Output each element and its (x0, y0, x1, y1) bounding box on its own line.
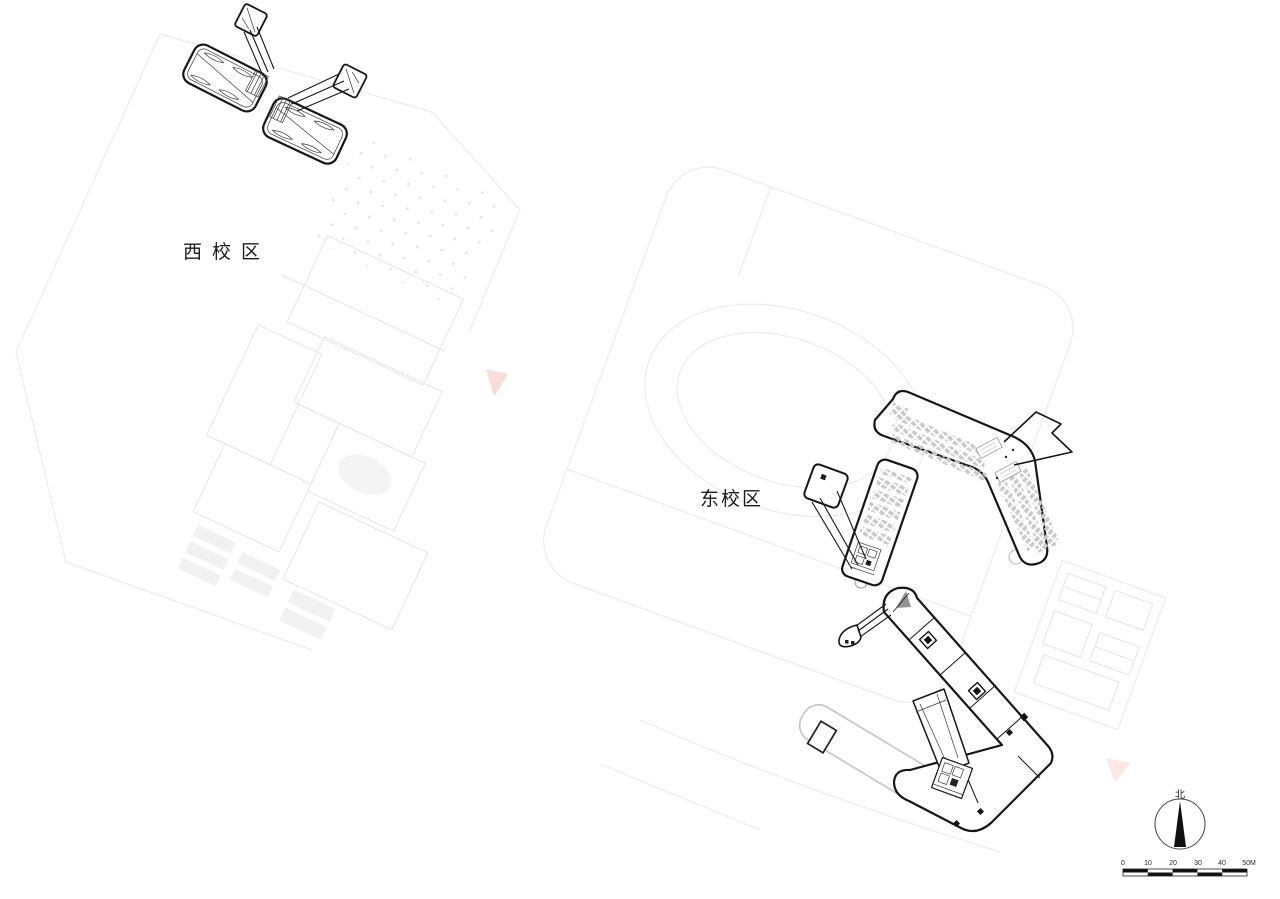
west-entrance-marker (486, 369, 508, 397)
east-v-building (838, 586, 1054, 833)
central-wing (912, 688, 970, 775)
west-tower-2 (332, 63, 368, 99)
segment-dividers (908, 616, 1041, 804)
classroom-grid-lower-arm (997, 468, 1059, 553)
classroom-grid-lab (858, 467, 913, 546)
column-dot-grid (312, 131, 508, 309)
cap-bridge (838, 603, 892, 648)
west-bridge-1 (243, 26, 275, 77)
stair-core (967, 681, 987, 701)
east-entrance-marker (1106, 758, 1131, 782)
bridge-connector-hatch (245, 69, 269, 98)
ground-floor-rooms (849, 541, 882, 576)
east-chevron-building (873, 389, 1073, 566)
east-lab-bridge (811, 490, 867, 570)
cap-detail (892, 591, 911, 613)
compass-needle (1174, 801, 1186, 847)
scale-bar-segments (1123, 869, 1247, 876)
east-tower (803, 463, 849, 509)
scale-tick: 0 (1121, 860, 1125, 867)
west-building-2 (262, 95, 348, 165)
scale-tick: 20 (1169, 860, 1177, 867)
annex-entry-box (806, 720, 838, 754)
context-building-cluster (1013, 559, 1167, 731)
scale-tick: 30 (1194, 860, 1202, 867)
stair-core (918, 630, 938, 650)
east-campus-label: 东校区 (700, 489, 764, 510)
scale-tick: 40 (1218, 860, 1226, 867)
junction-rooms (930, 756, 974, 800)
west-campus-buildings (182, 3, 368, 165)
elbow-detail (975, 437, 1022, 483)
scale-tick: 10 (1144, 860, 1152, 867)
site-context-west (15, 33, 521, 651)
classroom-grid-upper-arm (888, 402, 988, 482)
west-tower-1 (234, 3, 268, 37)
scale-tick: 50M (1242, 860, 1256, 867)
scale-bar-ticks: 0 10 20 30 40 50M (1121, 860, 1256, 867)
west-building-1 (182, 43, 269, 113)
entry-marks (952, 712, 1029, 828)
east-lab-building (803, 458, 919, 587)
west-campus-label: 西校区 (183, 242, 271, 263)
scale-bar: 0 10 20 30 40 50M (1121, 860, 1256, 877)
north-label: 北 (1175, 789, 1185, 801)
north-compass: 北 (1154, 789, 1206, 850)
west-bridge-2 (287, 73, 350, 112)
bridge-connector-hatch (269, 95, 293, 124)
chevron-wing (1003, 411, 1073, 466)
